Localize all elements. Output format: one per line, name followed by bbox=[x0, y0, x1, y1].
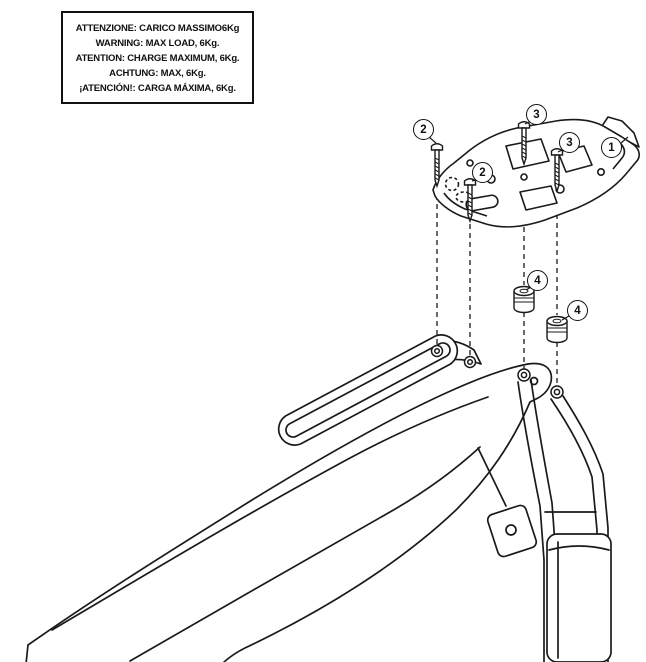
plate-slot bbox=[465, 194, 499, 212]
warning-line-german: ACHTUNG: MAX, 6Kg. bbox=[109, 68, 206, 79]
rack-stay-tubes bbox=[477, 379, 609, 662]
plate-outline bbox=[432, 118, 640, 228]
callout-4-spacer-front: 4 bbox=[527, 270, 548, 291]
plate-cutout-center bbox=[505, 138, 550, 170]
mounting-bosses bbox=[430, 344, 564, 399]
tail-bodywork-outline bbox=[25, 362, 553, 662]
exhaust-muffler bbox=[546, 533, 612, 662]
warning-line-italian: ATTENZIONE: CARICO MASSIMO6Kg bbox=[75, 23, 240, 34]
motorcycle-rear-section bbox=[25, 334, 612, 662]
spacer-front bbox=[513, 285, 535, 314]
plate-hole-marker bbox=[444, 176, 460, 192]
warning-line-french: ATENTION: CHARGE MAXIMUM, 6Kg. bbox=[75, 53, 240, 64]
seat-edge-line bbox=[51, 396, 489, 631]
callout-3-rear-top: 3 bbox=[526, 104, 547, 125]
grab-rail bbox=[277, 334, 459, 446]
warning-line-english: WARNING: MAX LOAD, 6Kg. bbox=[95, 38, 220, 49]
rack-mounting-plate bbox=[432, 116, 640, 228]
warning-line-spanish: ¡ATENCIÓN!: CARGA MÁXIMA, 6Kg. bbox=[79, 83, 236, 94]
alignment-dashed-lines bbox=[436, 195, 558, 386]
callout-2-front-right: 2 bbox=[472, 162, 493, 183]
side-panel-line bbox=[129, 446, 481, 662]
plate-cutout-bottom bbox=[519, 185, 558, 211]
callout-3-rear-right: 3 bbox=[559, 132, 580, 153]
max-load-warning-box: ATTENZIONE: CARICO MASSIMO6Kg WARNING: M… bbox=[61, 11, 254, 104]
frame-bracket bbox=[486, 504, 538, 558]
spacer-rear bbox=[546, 315, 568, 344]
callout-2-front-left: 2 bbox=[413, 119, 434, 140]
frame-brace-line bbox=[477, 447, 507, 507]
callout-1-rack-plate: 1 bbox=[601, 137, 622, 158]
callout-4-spacer-rear: 4 bbox=[567, 300, 588, 321]
